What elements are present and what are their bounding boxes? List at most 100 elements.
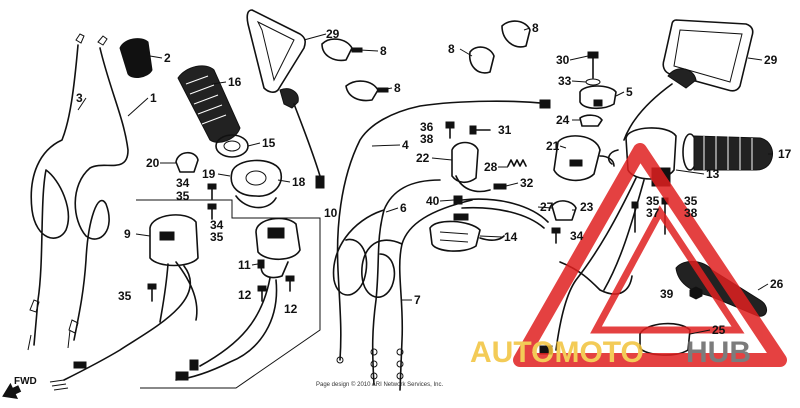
forward-arrow: FWD <box>2 376 37 400</box>
callout-16: 16 <box>228 75 242 89</box>
throttle-cable-1 <box>67 35 129 349</box>
perch-22 <box>451 141 491 193</box>
grip-17 <box>682 133 773 171</box>
callout-12-a: 12 <box>238 288 252 302</box>
callout-34-a: 34 <box>176 176 190 190</box>
callout-29-b: 29 <box>764 53 778 67</box>
clamp-20 <box>175 151 199 173</box>
fwd-label: FWD <box>14 376 37 387</box>
callout-18: 18 <box>292 175 306 189</box>
callout-13: 13 <box>706 167 720 181</box>
watermark-text-1: AUTOMOTO <box>470 336 644 369</box>
callout-25: 25 <box>712 323 726 337</box>
housing-19-18 <box>230 159 283 209</box>
callout-21: 21 <box>546 139 560 153</box>
callout-31: 31 <box>498 123 512 137</box>
callout-38-b: 38 <box>684 206 698 220</box>
callout-29-a: 29 <box>326 27 340 41</box>
part-25 <box>639 322 691 356</box>
bolt-11 <box>257 259 265 269</box>
screw-36 <box>445 121 455 139</box>
nut-39 <box>689 286 703 300</box>
screw-30 <box>587 51 599 79</box>
callout-22: 22 <box>416 151 430 165</box>
callout-8-c: 8 <box>448 42 455 56</box>
bracket-box <box>136 199 321 389</box>
callout-8-b: 8 <box>394 81 401 95</box>
callout-36: 36 <box>420 120 434 134</box>
callout-37: 37 <box>646 206 660 220</box>
clamp-8a <box>321 38 363 62</box>
watermark: AUTOMOTO HUB <box>470 143 787 369</box>
lever-holder-21 <box>553 135 615 182</box>
watermark-text-2: HUB <box>686 336 751 369</box>
callout-14: 14 <box>504 230 518 244</box>
lever-40 <box>453 195 549 229</box>
callout-24: 24 <box>556 113 570 127</box>
clamp-8d <box>501 20 531 48</box>
callout-32: 32 <box>520 176 534 190</box>
throttle-cable-3 <box>27 33 85 351</box>
callout-26: 26 <box>770 277 784 291</box>
screw-12a <box>257 285 267 302</box>
callout-28: 28 <box>484 160 498 174</box>
callout-15: 15 <box>262 136 276 150</box>
callout-35-e: 35 <box>684 194 698 208</box>
clamp-8c <box>468 46 495 74</box>
clip-24 <box>579 114 603 127</box>
callout-8-a: 8 <box>380 44 387 58</box>
washer-33 <box>585 78 601 86</box>
screw-34a <box>207 183 217 200</box>
cable-7 <box>336 199 473 391</box>
screw-12b <box>285 275 295 292</box>
callout-34-b: 34 <box>210 218 224 232</box>
callout-30: 30 <box>556 53 570 67</box>
screw-35 <box>147 283 157 302</box>
callout-27: 27 <box>540 200 554 214</box>
callouts: 1 2 3 4 5 6 7 8 8 8 8 9 10 11 12 12 13 1… <box>76 21 792 337</box>
callout-8-d: 8 <box>532 21 539 35</box>
cable-6 <box>332 179 441 386</box>
callout-33: 33 <box>558 74 572 88</box>
mirror-29-left <box>246 9 325 189</box>
screw-34c <box>551 227 561 244</box>
light-14 <box>429 220 505 252</box>
callout-34-c: 34 <box>570 229 584 243</box>
callout-11: 11 <box>238 258 251 272</box>
clamp-8b <box>345 80 389 102</box>
callout-3: 3 <box>76 91 83 105</box>
part-27 <box>551 200 577 221</box>
copyright-text: Page design © 2010 ARI Network Services,… <box>316 381 443 388</box>
callout-35-c: 35 <box>118 289 132 303</box>
callout-40: 40 <box>426 194 440 208</box>
callout-2: 2 <box>164 51 171 65</box>
callout-38-a: 38 <box>420 132 434 146</box>
switch-housing-9 <box>49 214 199 391</box>
callout-7: 7 <box>414 293 421 307</box>
screw-34b <box>207 203 217 220</box>
mirror-29-right <box>623 19 754 141</box>
callout-10: 10 <box>324 206 338 220</box>
callout-39: 39 <box>660 287 674 301</box>
callout-20: 20 <box>146 156 160 170</box>
callout-23: 23 <box>580 200 594 214</box>
callout-1: 1 <box>150 91 157 105</box>
callout-35-b: 35 <box>210 230 224 244</box>
callout-35-d: 35 <box>646 194 660 208</box>
cable-4 <box>336 99 551 361</box>
callout-5: 5 <box>626 85 633 99</box>
bolt-37 <box>631 201 639 233</box>
callout-9: 9 <box>124 227 131 241</box>
callout-6: 6 <box>400 201 407 215</box>
callout-35-a: 35 <box>176 189 190 203</box>
leader-lines <box>77 27 772 335</box>
callout-17: 17 <box>778 147 792 161</box>
callout-12-b: 12 <box>284 302 298 316</box>
spring-28 <box>507 159 527 167</box>
boot-2 <box>119 38 153 78</box>
switch-5 <box>579 85 617 110</box>
callout-19: 19 <box>202 167 216 181</box>
callout-4: 4 <box>402 138 409 152</box>
